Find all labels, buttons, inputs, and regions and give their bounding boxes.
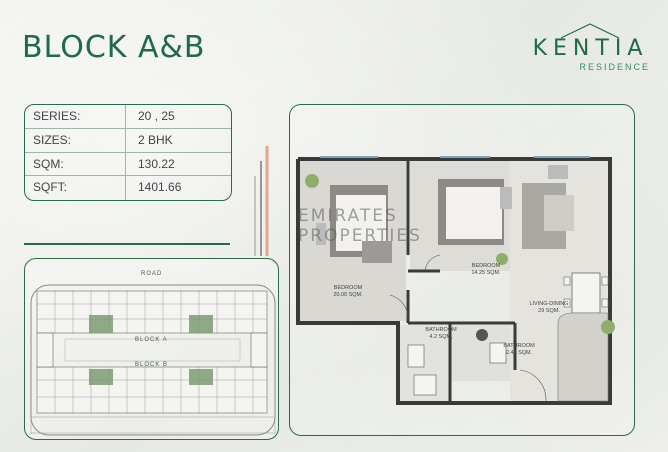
room-living-dining: LIVING-DINING 29 SQM. <box>522 301 576 315</box>
spec-label: SIZES: <box>25 128 126 152</box>
room-area: 20.00 SQM. <box>333 292 363 298</box>
watermark-line-2: PROPERTIES <box>298 226 422 246</box>
room-name: BEDROOM <box>333 285 363 291</box>
room-name: BEDROOM <box>471 263 501 269</box>
spec-row-sqm: SQM: 130.22 <box>25 152 231 177</box>
logo-roof-icon <box>560 23 620 39</box>
room-name: BATHROOM <box>503 343 535 349</box>
room-name: LIVING-DINING <box>529 301 569 307</box>
spec-value: 20 , 25 <box>138 109 175 123</box>
room-area: 29 SQM. <box>538 308 560 314</box>
spec-label: SQFT: <box>25 176 126 200</box>
room-bedroom-2: BEDROOM 14.25 SQM. <box>466 263 506 277</box>
brand-name: KENTIA <box>532 36 649 61</box>
brand-subtitle: RESIDENCE <box>579 62 650 72</box>
spec-label: SQM: <box>25 152 126 176</box>
floor-plan-drawing <box>296 156 615 405</box>
room-bathroom-2: BATHROOM 2.47 SQM. <box>498 343 540 357</box>
spec-row-series: SERIES: 20 , 25 <box>25 105 231 129</box>
floor-plan-panel: BEDROOM 20.00 SQM. BEDROOM 14.25 SQM. LI… <box>289 104 635 436</box>
room-area: 2.47 SQM. <box>505 350 533 356</box>
road-label: ROAD <box>141 271 163 277</box>
site-plan-drawing <box>30 284 276 436</box>
page-title: BLOCK A&B <box>22 30 206 65</box>
spec-row-sizes: SIZES: 2 BHK <box>25 128 231 153</box>
spec-value: 2 BHK <box>138 132 173 147</box>
spec-value: 1401.66 <box>138 180 182 195</box>
spec-value: 130.22 <box>138 156 175 171</box>
room-bedroom-1: BEDROOM 20.00 SQM. <box>328 285 368 299</box>
room-bathroom-1: BATHROOM 4.2 SQM. <box>420 327 462 341</box>
spec-row-sqft: SQFT: 1401.66 <box>25 176 231 200</box>
block-a-label: BLOCK A <box>135 337 168 343</box>
specs-table: SERIES: 20 , 25 SIZES: 2 BHK SQM: 130.22… <box>24 104 232 201</box>
room-area: 14.25 SQM. <box>471 270 501 276</box>
divider-line <box>24 243 230 245</box>
site-plan: ROAD <box>24 258 279 440</box>
brand-logo: KENTIA RESIDENCE <box>523 20 658 72</box>
watermark-line-1: EMIRATES <box>298 206 398 226</box>
watermark: EMIRATES PROPERTIES <box>298 206 422 246</box>
spec-label: SERIES: <box>25 105 126 128</box>
decorative-stripes <box>254 146 269 256</box>
room-area: 4.2 SQM. <box>429 334 453 340</box>
block-b-label: BLOCK B <box>135 362 169 368</box>
room-name: BATHROOM <box>425 327 457 333</box>
